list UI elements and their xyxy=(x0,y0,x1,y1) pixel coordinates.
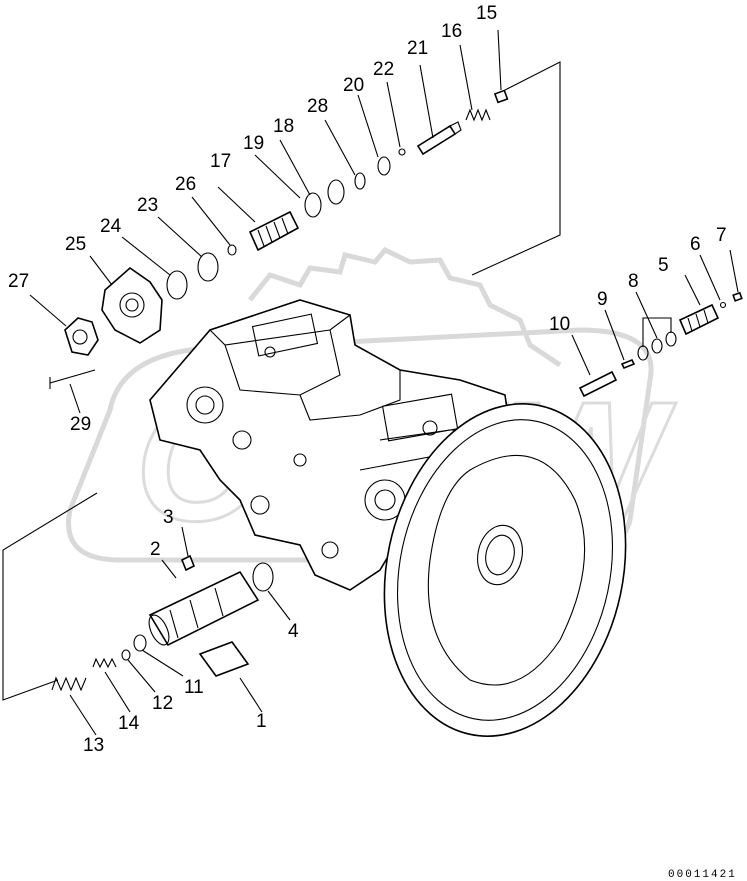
callout-11: 11 xyxy=(184,677,204,698)
piston-part xyxy=(148,570,260,647)
callout-13: 13 xyxy=(83,735,104,756)
group-bracket-top xyxy=(471,61,561,276)
callout-labels: 1 2 3 4 5 6 7 8 9 10 11 12 13 14 15 16 1… xyxy=(8,3,727,756)
o-ring-part xyxy=(252,562,274,592)
callout-8: 8 xyxy=(628,271,639,292)
callout-9: 9 xyxy=(597,289,608,310)
seat-part xyxy=(121,649,131,661)
callout-6: 6 xyxy=(690,234,701,255)
callout-18: 18 xyxy=(273,116,294,137)
o-ring-part xyxy=(665,331,677,347)
callout-4: 4 xyxy=(288,621,299,642)
callout-27: 27 xyxy=(8,271,29,292)
callout-16: 16 xyxy=(441,21,462,42)
flange-part xyxy=(101,266,163,344)
o-ring-part xyxy=(166,270,188,300)
callout-19: 19 xyxy=(243,133,264,154)
callout-5: 5 xyxy=(658,255,669,276)
flywheel-housing xyxy=(383,403,627,737)
callout-7: 7 xyxy=(716,225,727,246)
callout-20: 20 xyxy=(343,75,364,96)
callout-1: 1 xyxy=(256,711,267,732)
leader-lines xyxy=(29,29,739,736)
plug-part xyxy=(678,303,720,336)
callout-10: 10 xyxy=(549,314,570,335)
washer-part xyxy=(133,634,147,652)
callout-26: 26 xyxy=(175,174,196,195)
callout-12: 12 xyxy=(152,693,173,714)
plug-part xyxy=(493,89,509,104)
callout-23: 23 xyxy=(137,195,158,216)
plate-part xyxy=(198,641,250,677)
callout-3: 3 xyxy=(163,507,174,528)
callout-21: 21 xyxy=(407,38,428,59)
ball-part xyxy=(398,148,406,156)
screw-part xyxy=(180,554,196,572)
callout-22: 22 xyxy=(373,59,394,80)
group-bracket-left xyxy=(2,492,98,701)
o-ring-part xyxy=(304,192,322,218)
spring-part xyxy=(465,108,491,122)
o-ring-part xyxy=(327,179,345,205)
spool-part xyxy=(578,370,618,398)
nut-part xyxy=(64,317,99,356)
document-number: 00011421 xyxy=(668,869,737,881)
o-ring-part xyxy=(377,156,391,176)
callout-29: 29 xyxy=(70,414,91,435)
pin-part xyxy=(620,358,636,370)
callout-14: 14 xyxy=(118,713,140,734)
o-ring-part xyxy=(227,244,237,256)
o-ring-part xyxy=(651,338,663,354)
spring-part xyxy=(92,657,117,669)
plug-part xyxy=(248,210,300,252)
callout-2: 2 xyxy=(150,539,161,560)
spring-part xyxy=(51,676,87,692)
callout-17: 17 xyxy=(210,151,231,172)
bolt-part xyxy=(49,369,96,389)
snap-ring-part xyxy=(354,172,366,190)
callout-15: 15 xyxy=(476,3,497,24)
plug-part xyxy=(732,291,743,302)
spool-part xyxy=(416,121,462,156)
callout-28: 28 xyxy=(307,96,328,117)
ball-part xyxy=(719,301,727,309)
callout-24: 24 xyxy=(100,216,122,237)
callout-25: 25 xyxy=(65,234,86,255)
o-ring-part xyxy=(197,252,219,282)
